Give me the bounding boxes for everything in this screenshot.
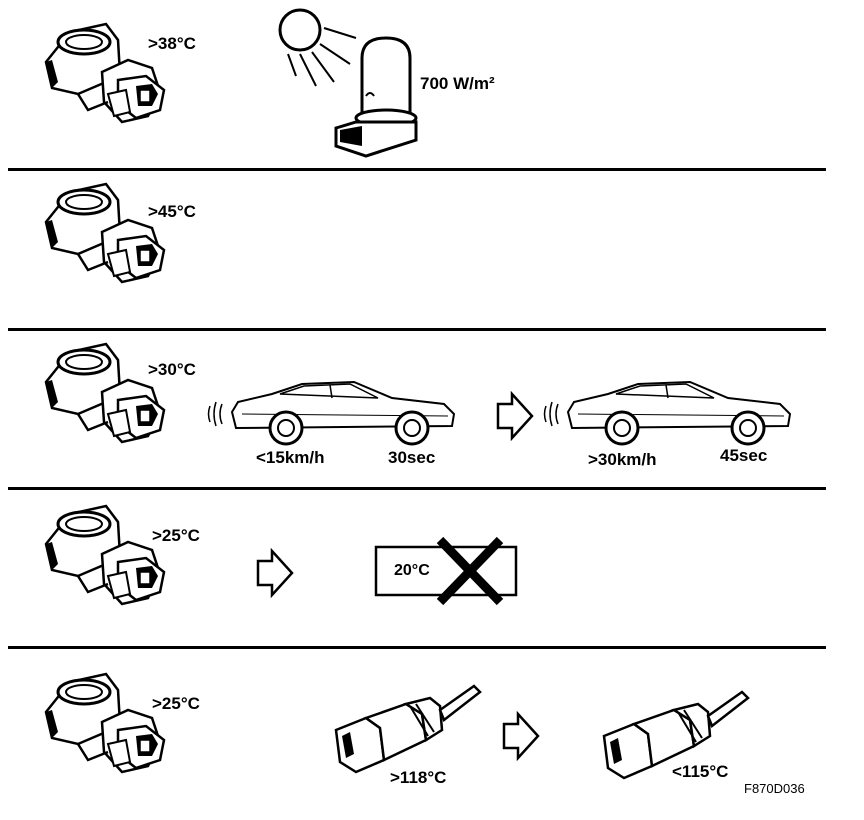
speed-high-label: >30km/h: [588, 450, 657, 469]
time-high-label: 45sec: [720, 446, 768, 465]
arrow-right-icon: [496, 392, 534, 440]
irradiance-label: 700 W/m²: [420, 74, 495, 93]
row5-temp-label: >25°C: [152, 694, 200, 713]
figure-code: F870D036: [744, 781, 805, 796]
throttle-body-icon: [44, 22, 166, 124]
display-temp-label: 20°C: [394, 562, 430, 579]
row-divider-2: [8, 328, 826, 331]
sun-icon: [278, 8, 357, 87]
row4-temp-label: >25°C: [152, 526, 200, 545]
arrow-right-icon: [502, 712, 540, 760]
throttle-body-icon: [44, 182, 166, 284]
solar-sensor-icon: [334, 36, 418, 158]
cross-icon: [436, 536, 504, 606]
row3-temp-label: >30°C: [148, 360, 196, 379]
throttle-body-icon: [44, 672, 166, 774]
row-divider-1: [8, 168, 826, 171]
row-divider-3: [8, 487, 826, 490]
sensor-high-label: >118°C: [390, 768, 447, 787]
row1-temp-label: >38°C: [148, 34, 196, 53]
throttle-body-icon: [44, 342, 166, 444]
arrow-right-icon: [256, 549, 294, 597]
car-icon: [543, 380, 792, 446]
throttle-body-icon: [44, 504, 166, 606]
car-icon: [207, 380, 456, 446]
coolant-sensor-icon: [334, 684, 482, 774]
sensor-low-label: <115°C: [672, 762, 729, 781]
row-divider-4: [8, 646, 826, 649]
row2-temp-label: >45°C: [148, 202, 196, 221]
time-low-label: 30sec: [388, 448, 436, 467]
speed-low-label: <15km/h: [256, 448, 325, 467]
